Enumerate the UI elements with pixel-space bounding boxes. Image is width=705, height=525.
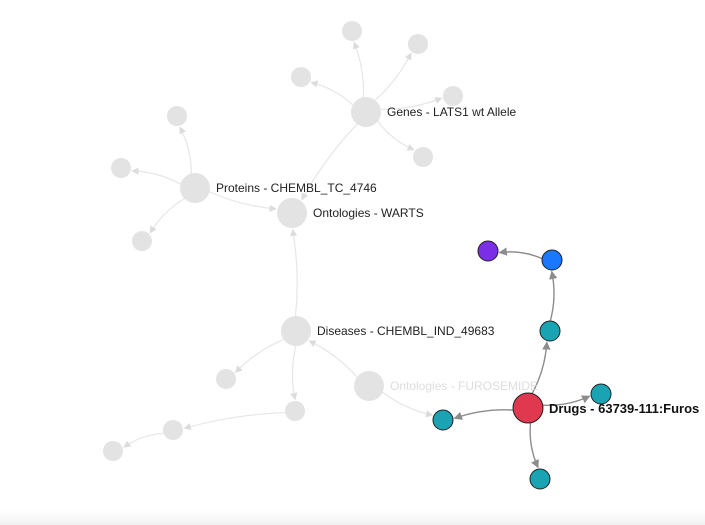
node-t-bottom[interactable] bbox=[529, 468, 551, 490]
edge-drugs-to-t_right bbox=[542, 395, 591, 407]
node-label-ontologies-warts: Ontologies - WARTS bbox=[313, 206, 424, 220]
node-d3[interactable] bbox=[163, 420, 183, 440]
edge-t_up-to-blue bbox=[549, 270, 558, 322]
edge-proteins-to-p3 bbox=[149, 198, 185, 234]
edge-diseases-to-d1 bbox=[234, 338, 284, 374]
edge-d2-to-d3 bbox=[183, 411, 286, 430]
bottom-strip bbox=[0, 510, 705, 525]
edge-genes-to-g5 bbox=[377, 120, 415, 151]
edge-genes-to-g3 bbox=[310, 80, 354, 106]
node-g3[interactable] bbox=[291, 67, 311, 87]
edge-genes-to-g4 bbox=[380, 97, 443, 110]
node-g2[interactable] bbox=[408, 34, 428, 54]
node-ontologies-warts[interactable] bbox=[277, 198, 307, 228]
node-p1[interactable] bbox=[167, 106, 187, 126]
edge-diseases-to-d2 bbox=[290, 345, 298, 401]
edge-d3-to-d4 bbox=[123, 432, 164, 448]
node-g4[interactable] bbox=[443, 86, 463, 106]
node-d2[interactable] bbox=[285, 401, 305, 421]
edge-genes-to-g1 bbox=[353, 41, 365, 98]
edge-ontologies_furosemide-to-diseases bbox=[308, 340, 358, 378]
node-t-right[interactable] bbox=[590, 383, 612, 405]
edge-drugs-to-t_up bbox=[531, 341, 551, 394]
node-t-up[interactable] bbox=[539, 320, 561, 342]
edge-drugs-to-t_left bbox=[453, 409, 514, 420]
node-genes[interactable] bbox=[351, 97, 381, 127]
node-label-ontologies-furosemide: Ontologies - FUROSEMIDE bbox=[390, 379, 538, 393]
node-blue[interactable] bbox=[541, 249, 563, 271]
edge-drugs-to-t_bottom bbox=[529, 422, 539, 469]
node-d4[interactable] bbox=[103, 441, 123, 461]
edges-layer bbox=[123, 41, 591, 469]
edge-genes-to-ontologies_warts bbox=[301, 123, 358, 201]
node-p2[interactable] bbox=[111, 158, 131, 178]
node-label-genes: Genes - LATS1 wt Allele bbox=[387, 105, 516, 119]
edge-genes-to-g2 bbox=[374, 52, 412, 101]
node-purple[interactable] bbox=[477, 240, 499, 262]
node-proteins[interactable] bbox=[180, 173, 210, 203]
node-label-proteins: Proteins - CHEMBL_TC_4746 bbox=[216, 181, 377, 195]
node-p3[interactable] bbox=[132, 231, 152, 251]
node-diseases[interactable] bbox=[281, 316, 311, 346]
node-g1[interactable] bbox=[342, 21, 362, 41]
node-drugs[interactable] bbox=[512, 392, 544, 424]
edge-proteins-to-ontologies_warts bbox=[209, 191, 277, 212]
edge-ontologies_furosemide-to-t_left bbox=[382, 391, 434, 418]
edge-proteins-to-p2 bbox=[131, 167, 181, 185]
node-d1[interactable] bbox=[216, 369, 236, 389]
edge-blue-to-purple bbox=[498, 247, 543, 260]
nodes-layer bbox=[103, 21, 612, 490]
node-label-diseases: Diseases - CHEMBL_IND_49683 bbox=[317, 324, 495, 338]
node-label-drugs: Drugs - 63739-111:Furos bbox=[549, 401, 699, 416]
node-ontologies-furosemide[interactable] bbox=[354, 371, 384, 401]
node-t-left[interactable] bbox=[432, 409, 454, 431]
edge-diseases-to-ontologies_warts bbox=[290, 228, 298, 317]
node-g5[interactable] bbox=[413, 147, 433, 167]
edge-proteins-to-p1 bbox=[179, 126, 192, 174]
